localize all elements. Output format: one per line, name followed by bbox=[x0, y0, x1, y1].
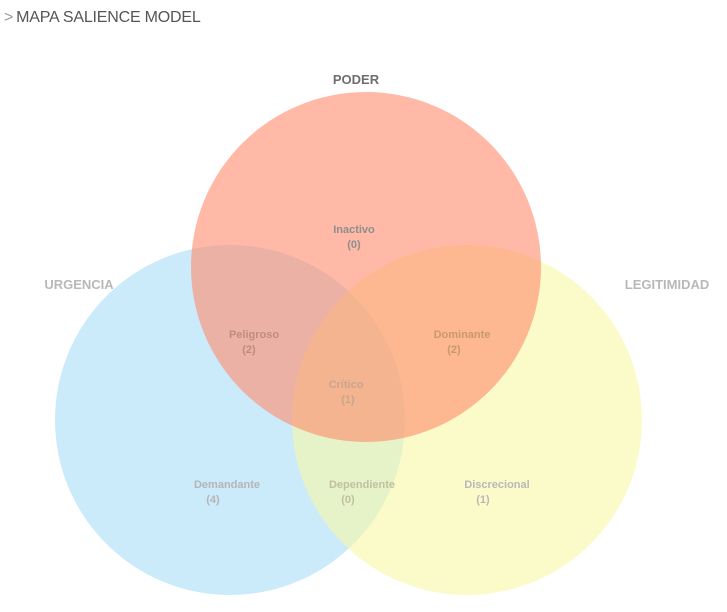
region-count-dependiente: (0) bbox=[341, 494, 355, 506]
region-dependiente[interactable]: Dependiente (0) bbox=[329, 479, 395, 506]
region-count-discrecional: (1) bbox=[476, 494, 490, 506]
region-critico[interactable]: Crítico (1) bbox=[329, 379, 364, 406]
region-inactivo[interactable]: Inactivo (0) bbox=[333, 224, 375, 251]
region-count-critico: (1) bbox=[341, 394, 355, 406]
region-label-discrecional: Discrecional bbox=[464, 479, 529, 491]
region-label-critico: Crítico bbox=[329, 379, 364, 391]
region-label-peligroso: Peligroso bbox=[229, 329, 279, 341]
region-label-inactivo: Inactivo bbox=[333, 224, 375, 236]
region-label-dominante: Dominante bbox=[434, 329, 491, 341]
region-demandante[interactable]: Demandante (4) bbox=[194, 479, 260, 506]
region-count-demandante: (4) bbox=[206, 494, 220, 506]
region-label-demandante: Demandante bbox=[194, 479, 260, 491]
region-dominante[interactable]: Dominante (2) bbox=[434, 329, 491, 356]
region-count-dominante: (2) bbox=[447, 344, 461, 356]
set-label-poder: PODER bbox=[333, 72, 380, 87]
circle-poder[interactable] bbox=[191, 92, 541, 442]
region-count-peligroso: (2) bbox=[242, 344, 256, 356]
region-discrecional[interactable]: Discrecional (1) bbox=[464, 479, 529, 506]
set-label-urgencia: URGENCIA bbox=[44, 277, 114, 292]
region-label-dependiente: Dependiente bbox=[329, 479, 395, 491]
breadcrumb-caret: > bbox=[4, 9, 14, 26]
page-title-text: MAPA SALIENCE MODEL bbox=[16, 9, 201, 26]
region-count-inactivo: (0) bbox=[347, 239, 361, 251]
set-label-legitimidad: LEGITIMIDAD bbox=[625, 277, 710, 292]
region-peligroso[interactable]: Peligroso (2) bbox=[229, 329, 279, 356]
page-title: >MAPA SALIENCE MODEL bbox=[4, 9, 201, 27]
